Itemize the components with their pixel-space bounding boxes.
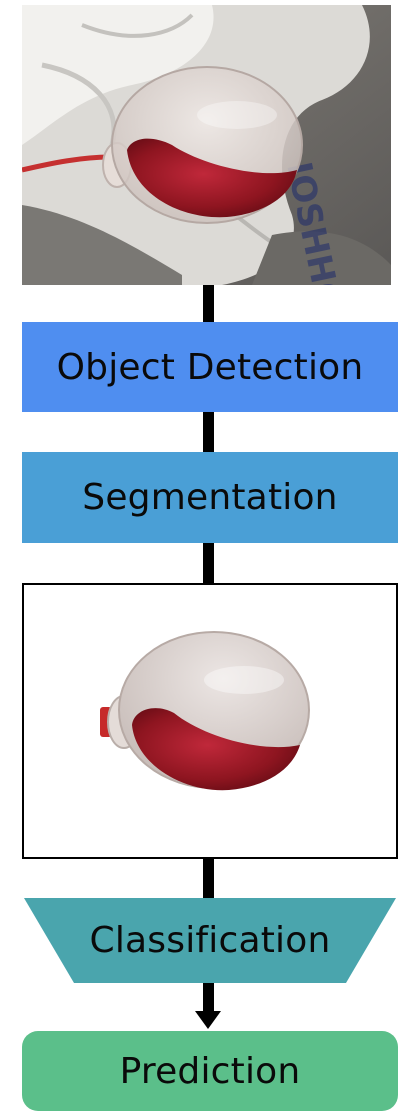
arrowhead-icon [193,1011,223,1031]
input-photo-graphic: IOSHHC [22,5,391,285]
connector-segmentation-to-crop [203,543,214,583]
connector-crop-to-classification [203,858,214,898]
classification-label: Classification [89,920,330,961]
prediction-label: Prediction [120,1051,301,1092]
connector-classification-to-prediction [203,983,214,1013]
object-detection-box: Object Detection [22,322,398,412]
segmented-photo [22,583,398,859]
segmentation-box: Segmentation [22,452,398,543]
connector-detection-to-segmentation [203,412,214,452]
connector-photo-to-detection [203,284,214,322]
prediction-box: Prediction [22,1031,398,1111]
classification-box: Classification [24,898,396,983]
segmented-photo-graphic [24,585,396,857]
object-detection-label: Object Detection [57,347,364,388]
segmentation-label: Segmentation [82,477,337,518]
input-photo: IOSHHC [22,5,391,285]
